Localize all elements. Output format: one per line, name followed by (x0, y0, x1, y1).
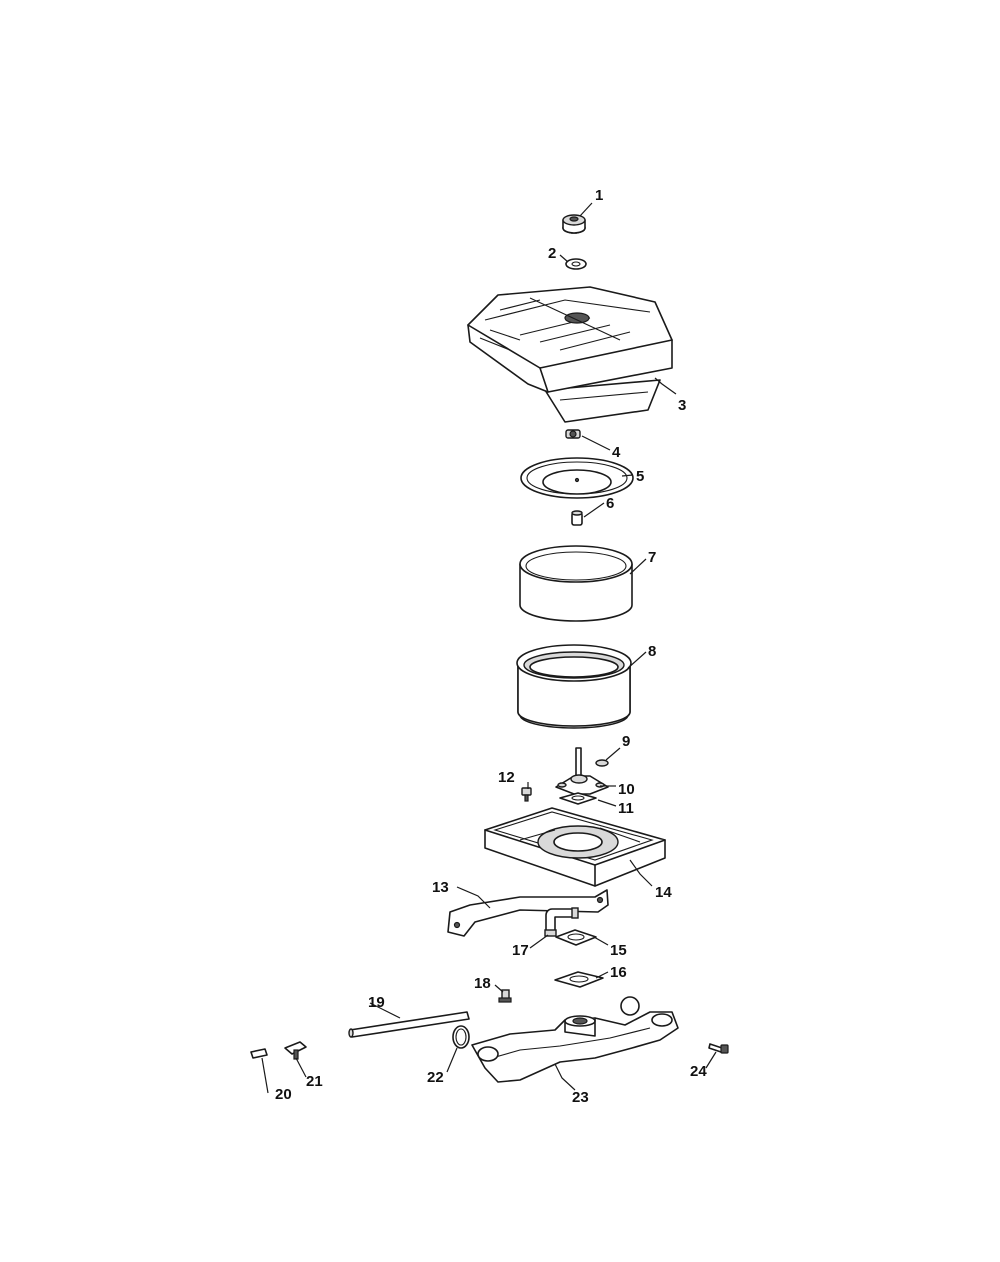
part-22-o-ring (452, 1025, 470, 1049)
callout-6: 6 (606, 495, 614, 512)
part-5-seal-plate (520, 457, 634, 499)
part-3-cover (467, 286, 673, 423)
callout-17: 17 (512, 942, 529, 959)
callout-19: 19 (368, 994, 385, 1011)
callout-8: 8 (648, 643, 656, 660)
part-15-gasket (555, 929, 597, 946)
leader-lines (261, 202, 717, 1094)
part-8-filter-element (516, 644, 632, 729)
part-12-screw (521, 787, 532, 802)
callout-21: 21 (306, 1073, 323, 1090)
callout-1: 1 (595, 187, 603, 204)
callout-4: 4 (612, 444, 621, 461)
callout-10: 10 (618, 781, 635, 798)
callout-15: 15 (610, 942, 627, 959)
part-20-pin (250, 1048, 268, 1059)
part-18-bolt (498, 989, 512, 1003)
callout-3: 3 (678, 397, 686, 414)
part-7-pre-cleaner (519, 545, 633, 622)
part-2-washer (565, 258, 587, 270)
callout-13: 13 (432, 879, 449, 896)
part-11-gasket (559, 792, 597, 805)
part-9-nut (595, 759, 609, 767)
callout-9: 9 (622, 733, 630, 750)
part-21-clamp (284, 1041, 307, 1060)
callout-24: 24 (690, 1063, 707, 1080)
callout-labels: 1 2 3 4 5 6 7 8 9 10 11 12 13 14 15 16 1… (275, 187, 707, 1106)
callout-2: 2 (548, 245, 556, 262)
part-1-knob (562, 214, 586, 234)
callout-20: 20 (275, 1086, 292, 1103)
part-4-fastener (565, 429, 581, 439)
part-23-manifold (471, 996, 679, 1083)
callout-18: 18 (474, 975, 491, 992)
callout-16: 16 (610, 964, 627, 981)
part-17-elbow-tube (544, 907, 579, 937)
part-10-stud-bracket (555, 747, 609, 795)
callout-5: 5 (636, 468, 644, 485)
part-24-bolt (708, 1043, 729, 1054)
callout-14: 14 (655, 884, 672, 901)
part-19-rod (348, 1011, 470, 1038)
callout-12: 12 (498, 769, 515, 786)
part-6-spacer (571, 510, 583, 526)
callout-7: 7 (648, 549, 656, 566)
part-13-bracket (447, 889, 609, 937)
callout-22: 22 (427, 1069, 444, 1086)
part-14-base (484, 807, 666, 887)
callout-11: 11 (618, 800, 634, 817)
callout-23: 23 (572, 1089, 589, 1106)
part-16-gasket (554, 971, 604, 988)
